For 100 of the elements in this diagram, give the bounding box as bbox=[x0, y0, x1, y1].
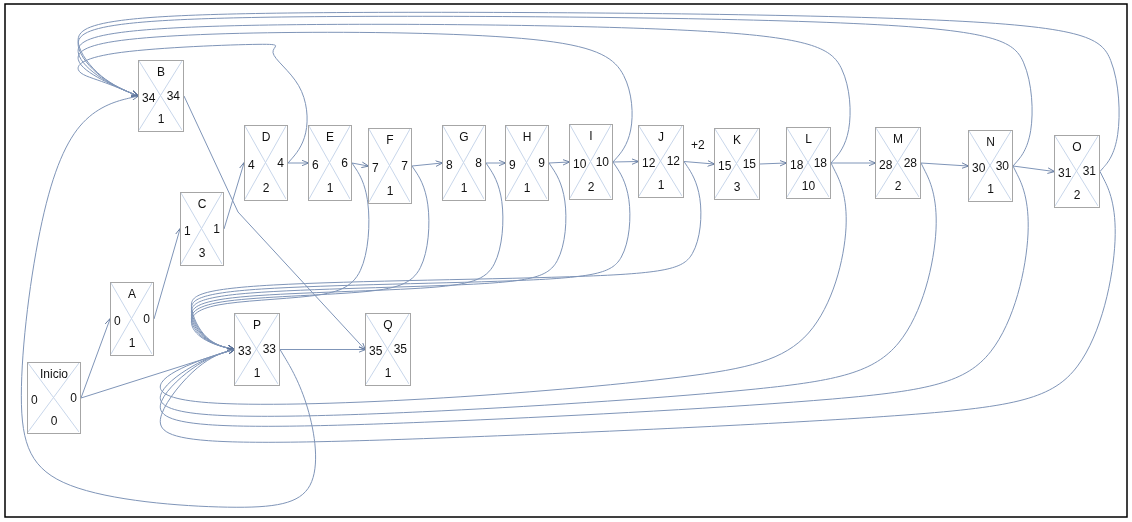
duration: 1 bbox=[326, 181, 334, 195]
arrow bbox=[612, 158, 640, 165]
early-start: 1 bbox=[184, 223, 191, 238]
early-finish: 28 bbox=[903, 155, 917, 170]
early-finish: 18 bbox=[813, 155, 827, 170]
activity-box bbox=[27, 362, 81, 434]
duration: 0 bbox=[50, 414, 58, 428]
duration: 10 bbox=[801, 179, 816, 193]
arrow bbox=[153, 227, 182, 320]
early-start: 18 bbox=[790, 157, 804, 172]
activity-name: H bbox=[522, 130, 532, 144]
early-start: 28 bbox=[879, 157, 893, 172]
early-start: 0 bbox=[31, 392, 38, 407]
early-start: 6 bbox=[312, 157, 319, 172]
arrow bbox=[159, 162, 847, 405]
duration: 2 bbox=[262, 181, 270, 195]
arrow bbox=[759, 160, 788, 167]
arrow bbox=[20, 94, 317, 508]
early-start: 34 bbox=[142, 90, 156, 105]
early-finish: 30 bbox=[995, 158, 1009, 173]
duration: 1 bbox=[987, 182, 994, 196]
arrow bbox=[279, 346, 367, 353]
activity-name: F bbox=[386, 133, 394, 147]
activity-box bbox=[138, 60, 184, 132]
activity-name: M bbox=[893, 132, 903, 146]
arrow bbox=[77, 31, 633, 163]
activity-name: Q bbox=[383, 318, 393, 332]
duration: 1 bbox=[386, 184, 394, 198]
activity-box bbox=[308, 125, 352, 201]
activity-name: C bbox=[197, 197, 207, 211]
activity-box bbox=[180, 192, 224, 266]
duration: 1 bbox=[523, 181, 531, 195]
duration: 1 bbox=[657, 178, 665, 192]
arrow bbox=[223, 161, 246, 230]
early-start: 15 bbox=[718, 158, 732, 173]
arrow bbox=[159, 171, 1116, 443]
arrow bbox=[77, 43, 308, 164]
arrow bbox=[77, 23, 851, 164]
duration: 2 bbox=[1073, 188, 1081, 202]
activity-box bbox=[234, 313, 280, 386]
activity-box bbox=[505, 125, 549, 201]
arrow bbox=[920, 162, 970, 169]
activity-box bbox=[442, 125, 486, 201]
activity-box bbox=[368, 128, 412, 204]
duration: 1 bbox=[157, 112, 165, 126]
activity-name: N bbox=[986, 135, 995, 149]
duration: 1 bbox=[128, 336, 136, 350]
early-finish: 8 bbox=[475, 155, 482, 170]
early-start: 12 bbox=[642, 156, 656, 170]
activity-box bbox=[110, 282, 154, 356]
activity-name: J bbox=[658, 130, 664, 144]
arrow bbox=[1012, 165, 1056, 174]
duration: 1 bbox=[253, 366, 261, 380]
activity-name: A bbox=[128, 287, 136, 301]
early-start: 8 bbox=[446, 157, 453, 172]
activity-box bbox=[786, 127, 831, 199]
activity-name: P bbox=[253, 318, 261, 332]
early-finish: 4 bbox=[277, 155, 284, 170]
activity-box bbox=[244, 125, 288, 201]
activity-name: E bbox=[326, 130, 334, 144]
activity-name: L bbox=[805, 132, 812, 146]
activity-name: Inicio bbox=[40, 367, 68, 381]
early-finish: 7 bbox=[401, 158, 408, 173]
early-start: 33 bbox=[238, 344, 252, 358]
activity-box bbox=[968, 130, 1013, 202]
early-start: 10 bbox=[573, 156, 587, 171]
duration: 2 bbox=[894, 179, 902, 193]
early-finish: 0 bbox=[70, 390, 77, 405]
early-start: 4 bbox=[248, 157, 255, 172]
early-finish: 0 bbox=[143, 311, 150, 326]
activity-name: G bbox=[459, 130, 469, 144]
early-finish: 34 bbox=[166, 88, 180, 103]
early-start: 35 bbox=[369, 344, 383, 358]
arrow bbox=[683, 160, 716, 167]
arrow bbox=[183, 95, 366, 351]
early-start: 0 bbox=[114, 313, 121, 328]
early-finish: 6 bbox=[341, 155, 348, 170]
early-finish: 33 bbox=[262, 342, 276, 356]
early-start: 31 bbox=[1058, 166, 1072, 180]
duration: 1 bbox=[460, 181, 468, 195]
activity-name: B bbox=[157, 65, 165, 79]
early-finish: 15 bbox=[742, 156, 756, 171]
early-start: 30 bbox=[972, 160, 986, 175]
activity-box bbox=[638, 125, 684, 198]
early-finish: 12 bbox=[666, 154, 680, 168]
activity-box bbox=[569, 124, 613, 200]
early-finish: 35 bbox=[393, 342, 407, 356]
activity-name: D bbox=[261, 130, 271, 144]
early-finish: 31 bbox=[1082, 164, 1096, 178]
duration: 2 bbox=[587, 180, 595, 194]
activity-box bbox=[875, 127, 921, 199]
duration: 3 bbox=[198, 246, 206, 260]
edge-label: +2 bbox=[690, 137, 706, 152]
activity-box bbox=[1054, 135, 1100, 208]
activity-box bbox=[714, 128, 760, 200]
arrow bbox=[411, 160, 444, 167]
early-finish: 1 bbox=[213, 221, 220, 236]
arrow bbox=[80, 317, 111, 399]
activity-name: O bbox=[1072, 140, 1082, 154]
duration: 3 bbox=[733, 180, 741, 194]
